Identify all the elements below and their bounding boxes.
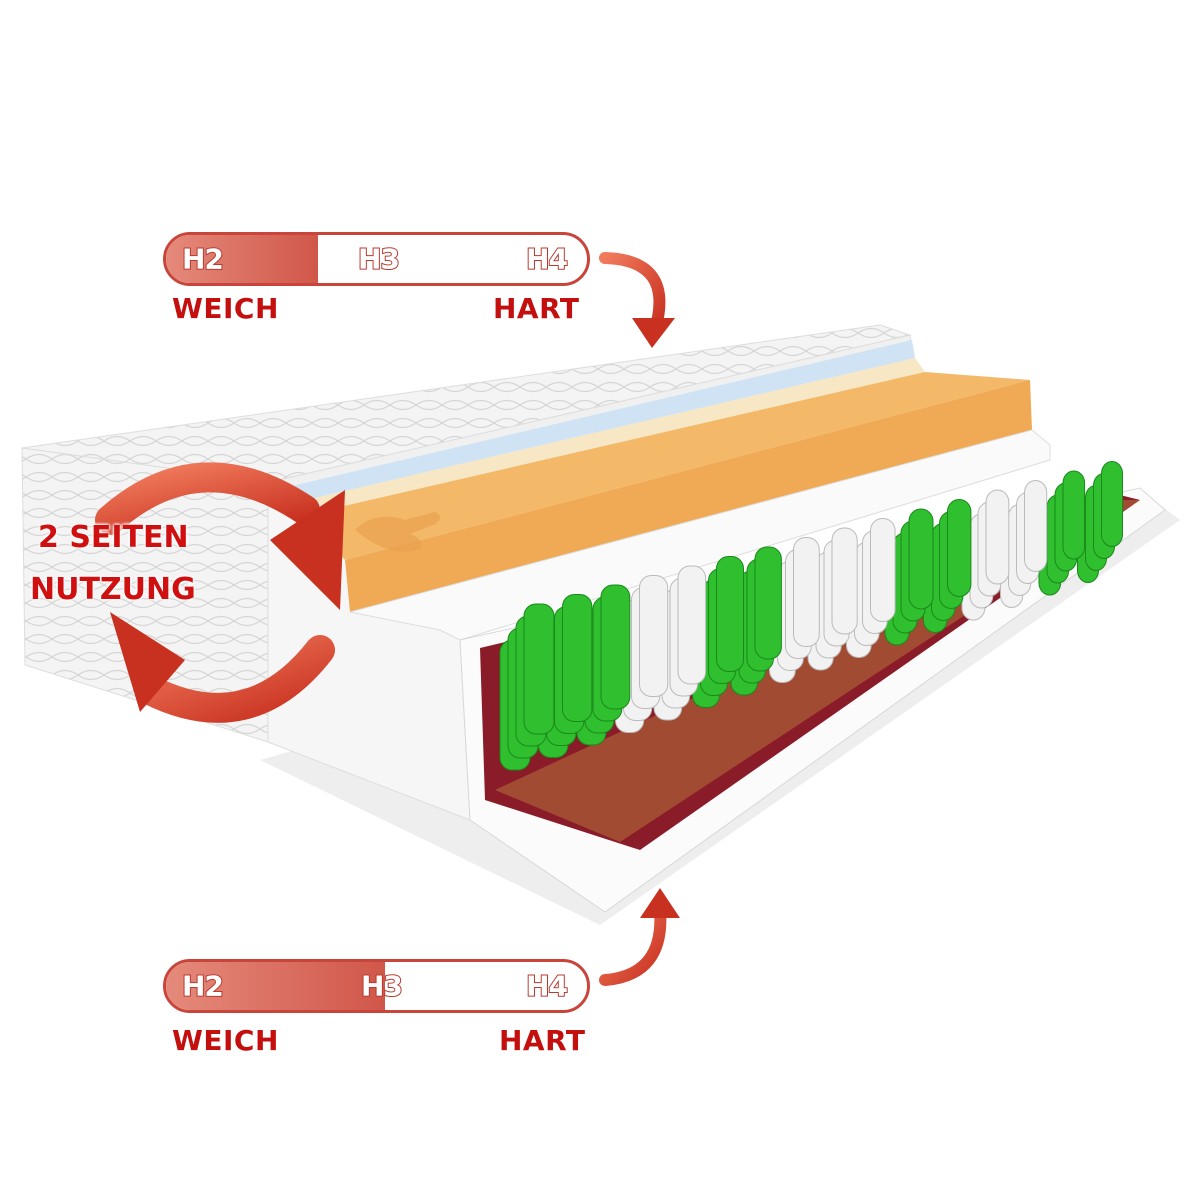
top-arrow-icon xyxy=(599,252,666,336)
pocket-spring xyxy=(600,584,631,710)
bottom-hardness-fill xyxy=(166,962,385,1010)
top-hard-label: HART xyxy=(493,292,580,325)
bottom-level-h3: H3 xyxy=(360,969,404,1004)
flip-arrow-top-icon xyxy=(95,462,320,535)
bottom-level-h4: H4 xyxy=(525,969,569,1004)
pocket-spring xyxy=(523,603,555,735)
pocket-spring xyxy=(1062,470,1086,560)
flip-arrow-top-head-icon xyxy=(270,490,345,610)
white-separator-layer xyxy=(349,429,1051,641)
pocket-spring xyxy=(793,537,820,647)
pocket-spring xyxy=(1024,480,1048,572)
pocket-spring xyxy=(677,565,707,685)
top-level-h4: H4 xyxy=(525,242,569,277)
bottom-arrow-head-icon xyxy=(640,888,680,918)
top-hardness-scale: H2 H3 H4 xyxy=(163,232,590,286)
memory-foam-layer xyxy=(305,372,1030,560)
top-level-h2: H2 xyxy=(181,242,225,277)
blue-layer xyxy=(275,340,915,505)
pocket-spring xyxy=(639,575,669,697)
pocket-spring xyxy=(1101,461,1123,547)
two-sided-usage-line1: 2 SEITEN xyxy=(38,520,189,555)
bottom-soft-label: WEICH xyxy=(172,1024,279,1057)
pocket-spring xyxy=(716,556,744,672)
two-sided-usage-line2: NUTZUNG xyxy=(30,572,196,607)
top-soft-label: WEICH xyxy=(172,292,279,325)
top-level-h3: H3 xyxy=(357,242,401,277)
memory-foam-front xyxy=(345,380,1032,612)
pocket-spring xyxy=(754,546,782,660)
pocket-springs xyxy=(499,461,1123,771)
pocket-spring xyxy=(908,508,934,610)
flip-arrow-bottom-head-icon xyxy=(110,612,185,712)
flip-arrow-bottom-icon xyxy=(135,635,335,723)
top-hardness-fill xyxy=(166,235,318,283)
bottom-arrow-icon xyxy=(599,904,667,986)
bottom-hardness-scale: H2 H3 H4 xyxy=(163,959,590,1013)
hand-imprint xyxy=(355,512,440,552)
pocket-spring xyxy=(985,489,1010,585)
top-arrow-head-icon xyxy=(632,318,675,348)
bottom-level-h2: H2 xyxy=(181,969,225,1004)
cream-layer xyxy=(285,358,925,520)
pocket-spring xyxy=(870,518,896,622)
pocket-spring xyxy=(562,594,593,722)
pocket-spring xyxy=(831,527,858,635)
pocket-spring xyxy=(947,499,972,597)
bottom-hard-label: HART xyxy=(499,1024,586,1057)
